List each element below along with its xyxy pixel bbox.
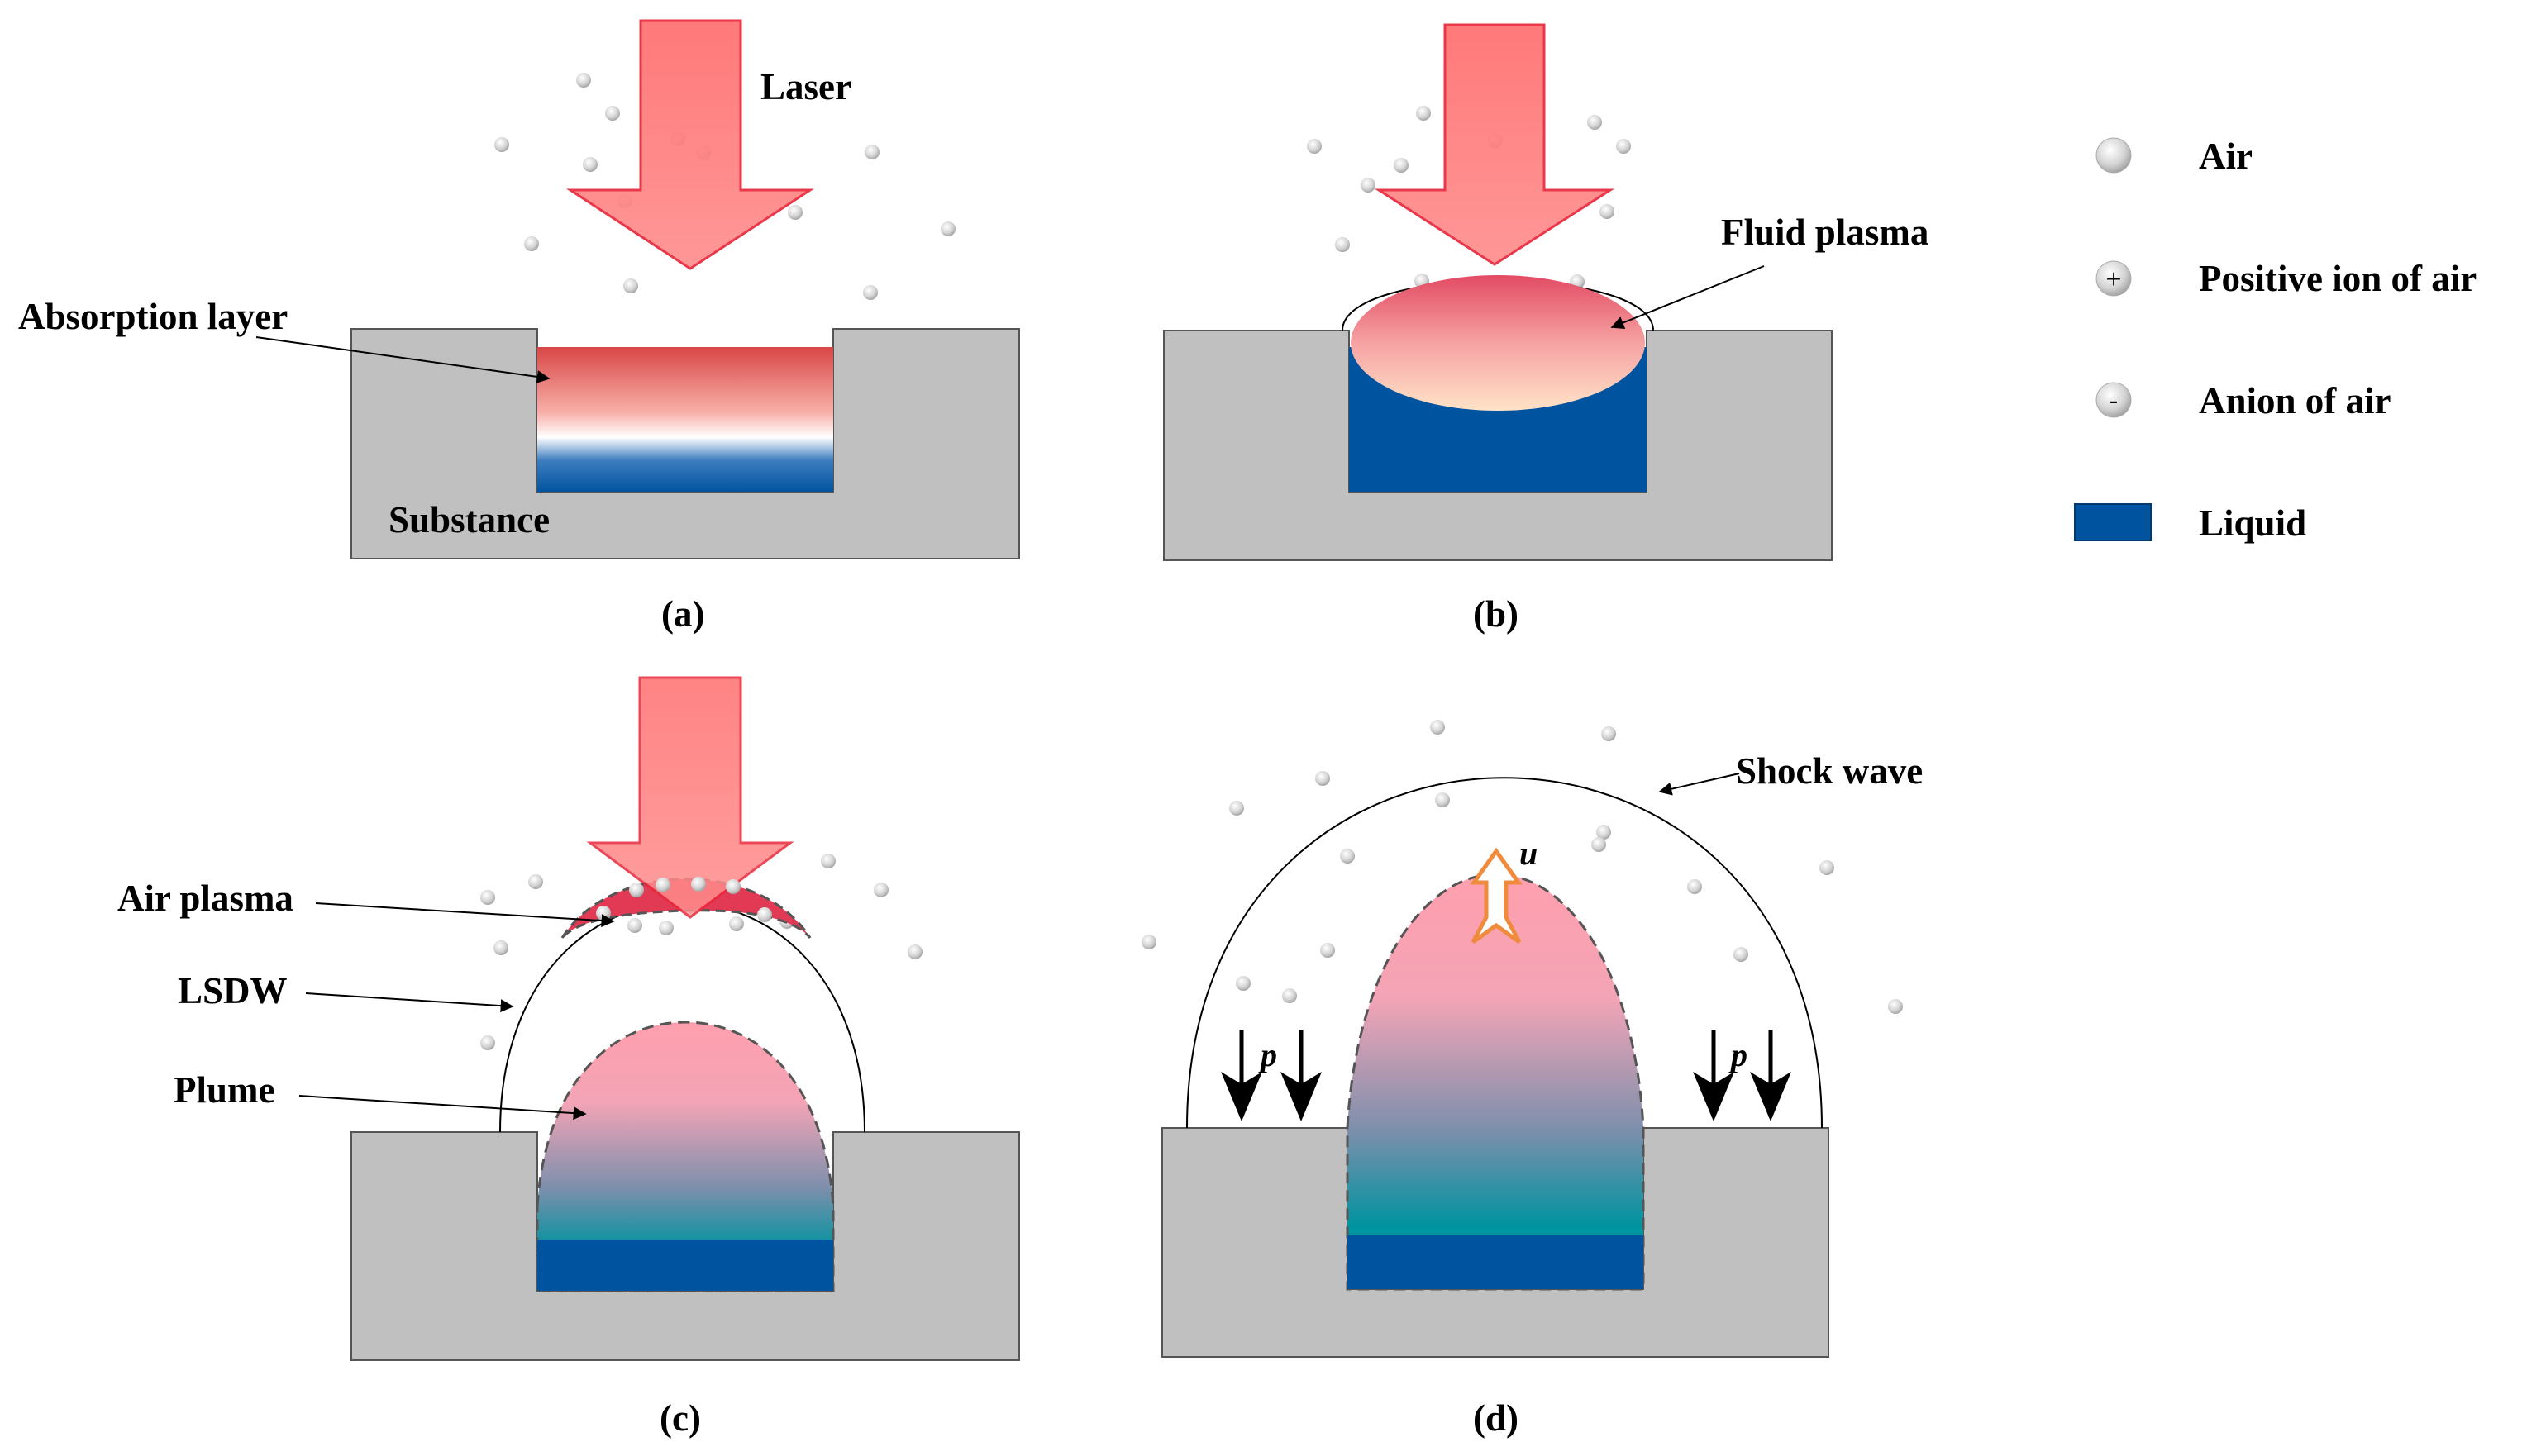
positive-ion-icon — [2095, 260, 2132, 297]
legend-positive-ion-label: Positive ion of air — [2199, 258, 2477, 299]
absorption-layer-label: Absorption layer — [18, 296, 288, 337]
shock-wave-leader — [1658, 773, 1740, 796]
fluid-plasma-leader — [1610, 265, 1765, 330]
pressure-arrows-left — [1221, 1030, 1322, 1121]
legend-liquid-label: Liquid — [2199, 502, 2306, 544]
anion-icon — [2095, 382, 2132, 418]
laser-label: Laser — [760, 66, 851, 107]
panel-b: Fluid plasma (b) — [1163, 23, 1928, 635]
plume-leader — [298, 1095, 587, 1121]
panel-a: Laser Absorption layer Substance (a) — [18, 19, 1020, 635]
laser-beam-a — [565, 19, 815, 270]
legend-anion-label: Anion of air — [2199, 380, 2391, 421]
liquid-swatch-icon — [2074, 503, 2152, 541]
velocity-label: u — [1519, 835, 1538, 872]
pressure-arrows-right — [1693, 1030, 1791, 1121]
fluid-plasma — [1351, 275, 1645, 411]
velocity-arrow — [1470, 847, 1523, 944]
air-particle-icon — [2095, 137, 2132, 174]
plume-label: Plume — [174, 1069, 274, 1111]
laser-beam-b — [1374, 23, 1615, 266]
shock-wave-front — [1186, 777, 1823, 1129]
caption-d: (d) — [1473, 1397, 1518, 1439]
absorption-layer — [537, 347, 833, 492]
laser-beam-c — [586, 676, 794, 919]
legend: Air + Positive ion of air - Anion of air… — [2074, 136, 2477, 544]
positive-ion-glyph: + — [2105, 264, 2121, 295]
plume-d — [1346, 873, 1645, 1291]
liquid-c — [537, 1240, 833, 1291]
panel-c: Air plasma LSDW Plume (c) — [117, 676, 1020, 1439]
caption-c: (c) — [660, 1397, 701, 1439]
liquid-d — [1347, 1235, 1643, 1289]
air-particles-d — [1142, 720, 1903, 1014]
fluid-plasma-label: Fluid plasma — [1721, 212, 1928, 253]
shock-wave-label: Shock wave — [1736, 750, 1923, 792]
air-plasma-leader — [315, 902, 615, 928]
legend-air-label: Air — [2199, 136, 2253, 177]
substance-label: Substance — [389, 499, 550, 540]
lsdw-leader — [305, 992, 514, 1013]
caption-a: (a) — [661, 593, 704, 635]
caption-b: (b) — [1473, 593, 1518, 635]
absorption-leader — [255, 336, 551, 383]
plume-c — [536, 1021, 835, 1292]
panel-d: u p p Shock wave (d) — [1142, 720, 1923, 1439]
air-plasma-label: Air plasma — [117, 878, 293, 919]
lsdw-label: LSDW — [178, 970, 288, 1011]
pressure-label-right: p — [1728, 1036, 1747, 1073]
substance-block-c — [350, 1131, 1020, 1361]
pressure-label-left: p — [1258, 1036, 1277, 1073]
air-particles-a — [494, 73, 956, 300]
anion-glyph: - — [2110, 387, 2118, 414]
